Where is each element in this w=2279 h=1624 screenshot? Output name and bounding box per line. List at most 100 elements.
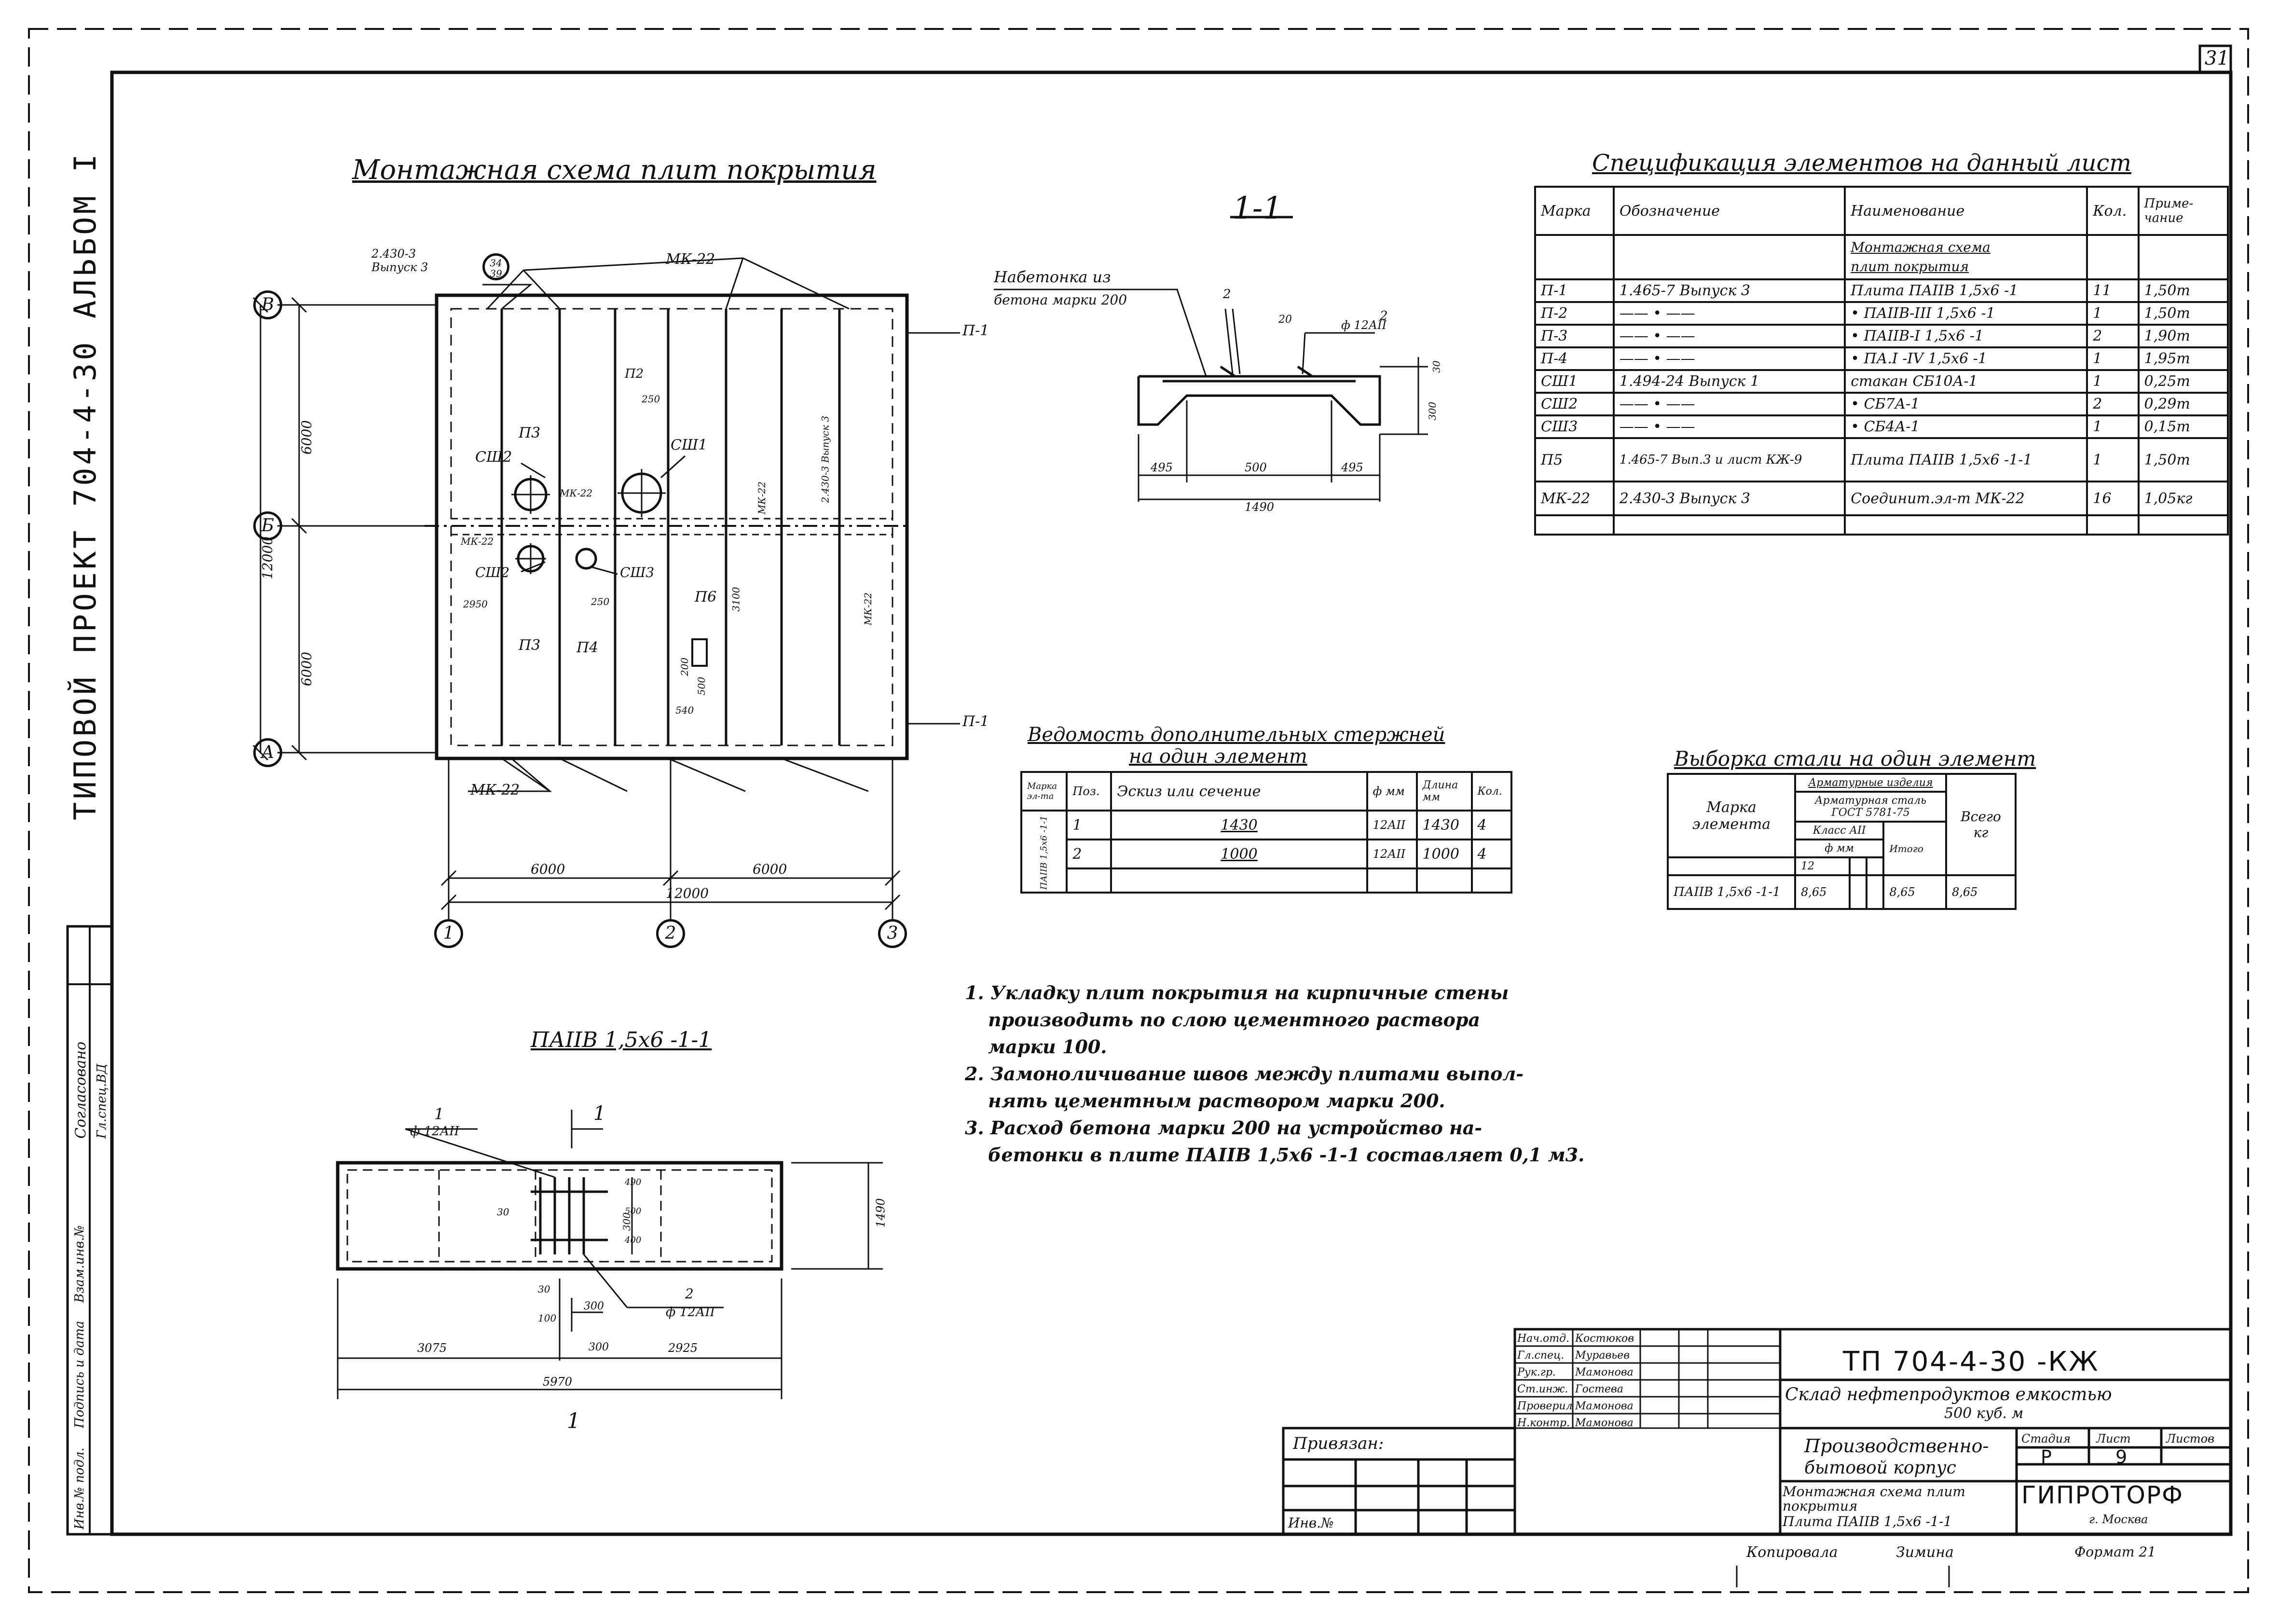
spec-h-note: Приме-чание <box>2137 186 2229 236</box>
axis-v: В <box>253 290 282 319</box>
axis-a: А <box>253 738 282 767</box>
axis-b: Б <box>253 511 282 540</box>
plan-dim-3100: 3100 <box>730 587 742 612</box>
plan-dim-200: 200 <box>679 657 691 676</box>
section-title: 1-1 <box>1233 191 1283 226</box>
plan-mk-small-1: МК-22 <box>560 487 593 499</box>
tb-object-2: 500 куб. м <box>1944 1405 2024 1422</box>
tb-stage-label: Стадия <box>2021 1432 2071 1445</box>
slab-p3-b: П3 <box>519 637 541 654</box>
rods-row: 2 1000 12АII 1000 4 <box>1021 839 1512 869</box>
slab-dim-30-b: 30 <box>497 1206 509 1218</box>
tb-drawing-3: Плита ПАIIВ 1,5х6 -1-1 <box>1783 1514 1952 1529</box>
tb-drawing-1: Монтажная схема плит <box>1783 1484 1965 1500</box>
spec-h-qty: Кол. <box>2086 186 2140 236</box>
spec-table: Марка Обозначение Наименование Кол. Прим… <box>1534 186 2229 536</box>
tb-inv: Инв.№ <box>1288 1515 1334 1531</box>
slab-dim-400: 400 <box>625 1235 642 1245</box>
slab-section-mark-top: 1 <box>593 1102 606 1125</box>
tb-sheets-label: Листов <box>2166 1432 2215 1445</box>
opening-sh2-b: СШ2 <box>475 564 510 580</box>
section-dim-500: 500 <box>1245 461 1267 474</box>
side-row-replace: Взам.инв.№ <box>72 1225 87 1303</box>
side-row-sign: Подпись и дата <box>72 1321 87 1428</box>
side-row-agreed: Согласовано <box>72 1041 89 1139</box>
tb-org-city: г. Москва <box>2089 1513 2148 1526</box>
spec-title: Спецификация элементов на данный лист <box>1592 150 2131 177</box>
section-dim-495-b: 495 <box>1341 461 1363 474</box>
steel-title: Выборка стали на один элемент <box>1674 747 2036 771</box>
plan-mk-bottom: МК-22 <box>470 782 520 798</box>
slab-dim-3075: 3075 <box>417 1341 447 1355</box>
plan-dim-250-a: 250 <box>642 393 660 405</box>
slab-dim-inner-2: 300 <box>584 1300 604 1312</box>
rods-table: Марка эл-та Поз. Эскиз или сечение ф мм … <box>1020 771 1512 894</box>
plan-title: Монтажная схема плит покрытия <box>352 154 877 186</box>
steel-row: ПАIIВ 1,5х6 -1-1 8,65 8,65 8,65 <box>1667 874 2017 910</box>
section-mark-2: 2 <box>1380 309 1388 323</box>
tb-copied: Копировала <box>1746 1544 1838 1561</box>
rods-title-1: Ведомость дополнительных стержней <box>1028 724 1445 746</box>
slab-dim-30-a: 30 <box>538 1283 550 1295</box>
opening-sh1: СШ1 <box>671 437 708 454</box>
slab-dim-5970: 5970 <box>543 1375 573 1389</box>
rods-title-2: на один элемент <box>1129 745 1307 768</box>
side-row-inv: Инв.№ подл. <box>72 1447 87 1529</box>
plan-dim-250-b: 250 <box>591 596 610 607</box>
plan-dim-500: 500 <box>696 676 708 696</box>
section-mark-300: 300 <box>1427 401 1439 421</box>
tb-names: Костюков Муравьев Мамонова Гостева Мамон… <box>1575 1333 1634 1429</box>
slab-dim-2925: 2925 <box>668 1341 698 1355</box>
side-project-stamp: ТИПОВОЙ ПРОЕКТ 704-4-30 АЛЬБОМ I <box>68 151 103 820</box>
sheet-number: 31 <box>2205 47 2229 69</box>
dim-bottom-right: 6000 <box>753 861 787 877</box>
plan-mk-side-2: МК-22 <box>862 592 874 626</box>
spec-h-name: Наименование <box>1844 186 2088 236</box>
dim-left-top: 6000 <box>299 420 315 455</box>
slab-p3-a: П3 <box>519 425 541 441</box>
slab-dim-500: 500 <box>625 1206 642 1216</box>
plan-mk-side-1: МК-22 <box>756 481 768 515</box>
dim-left-bottom: 6000 <box>299 651 315 687</box>
axis-2: 2 <box>656 919 685 948</box>
slab-mark-rebar-1: ф 12АII <box>410 1124 459 1139</box>
steel-table: Марка элемента Арматурные изделия Всего … <box>1667 773 2017 910</box>
section-dim-495-a: 495 <box>1151 461 1173 474</box>
opening-sh3: СШ3 <box>620 564 655 580</box>
dim-bottom-total: 12000 <box>666 885 709 901</box>
dim-bottom-left: 6000 <box>531 861 565 877</box>
plan-mk-top: МК-22 <box>666 251 715 268</box>
section-mark-rebar: ф 12АII <box>1341 318 1387 332</box>
tb-building-1: Производственно- <box>1804 1435 1989 1457</box>
plan-dim-2950: 2950 <box>463 598 488 610</box>
spec-sub-1: Монтажная схема <box>1851 239 1991 255</box>
section-callout-1: Набетонка из <box>994 268 1111 286</box>
slab-dim-1490: 1490 <box>874 1198 888 1228</box>
tb-object-1: Склад нефтепродуктов емкостью <box>1785 1385 2112 1404</box>
section-mark-30: 30 <box>1430 360 1442 373</box>
tb-stage: Р <box>2041 1446 2052 1468</box>
tb-copied-name: Зимина <box>1896 1544 1954 1561</box>
tb-org: ГИПРОТОРФ <box>2021 1481 2184 1509</box>
section-callout-2: бетона марки 200 <box>994 292 1127 308</box>
slab-dim-inner-1: 300 <box>589 1341 609 1353</box>
tb-bound: Привязан: <box>1293 1434 1384 1453</box>
slab-title: ПАIIВ 1,5х6 -1-1 <box>531 1028 712 1052</box>
slab-mark-1: 1 <box>434 1105 444 1123</box>
slab-section-mark-bottom: 1 <box>567 1409 580 1433</box>
section-mark-1: 2 <box>1223 287 1231 302</box>
plan-p1-top: П-1 <box>962 322 989 339</box>
plan-p1-bottom: П-1 <box>962 713 989 730</box>
slab-p4: П4 <box>577 639 599 656</box>
plan-ref-top: 2.430-3 Выпуск 3 <box>371 247 428 274</box>
